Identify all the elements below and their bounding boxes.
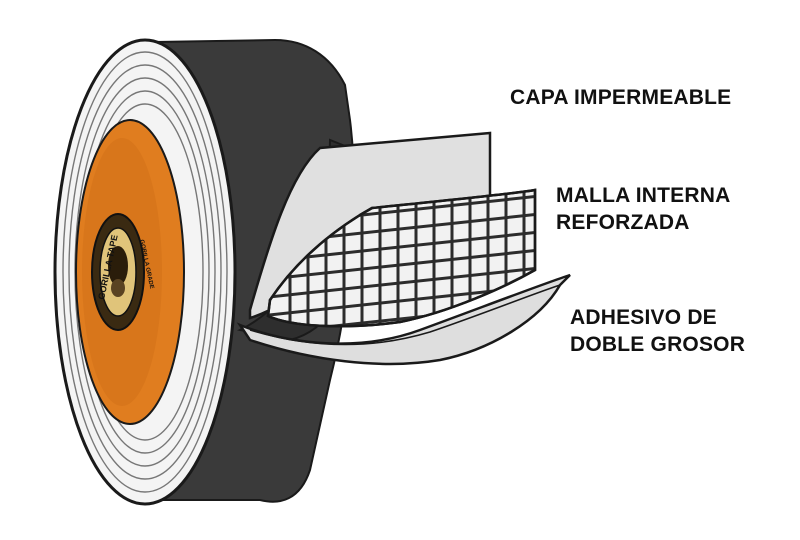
roll-ring	[62, 51, 228, 493]
gorilla-tape-logo-icon: GORILLA TAPE GORILLA GRADE	[91, 213, 154, 331]
label-adhesive-line1: ADHESIVO DE	[570, 306, 717, 329]
label-waterproof-layer: CAPA IMPERMEABLE	[510, 84, 731, 111]
mesh-grid	[268, 192, 535, 327]
label-adhesive: ADHESIVO DE DOBLE GROSOR	[570, 304, 745, 358]
adhesive-layer-top-edge	[249, 284, 561, 346]
roll-ring	[68, 64, 222, 480]
label-reinforced-mesh: MALLA INTERNA REFORZADA	[556, 182, 730, 236]
label-mesh-line1: MALLA INTERNA	[556, 184, 731, 207]
mesh-outline	[266, 188, 537, 328]
label-adhesive-line2: DOBLE GROSOR	[570, 333, 746, 356]
label-waterproof-line1: CAPA IMPERMEABLE	[510, 86, 732, 109]
label-mesh-line2: REFORZADA	[556, 211, 690, 234]
